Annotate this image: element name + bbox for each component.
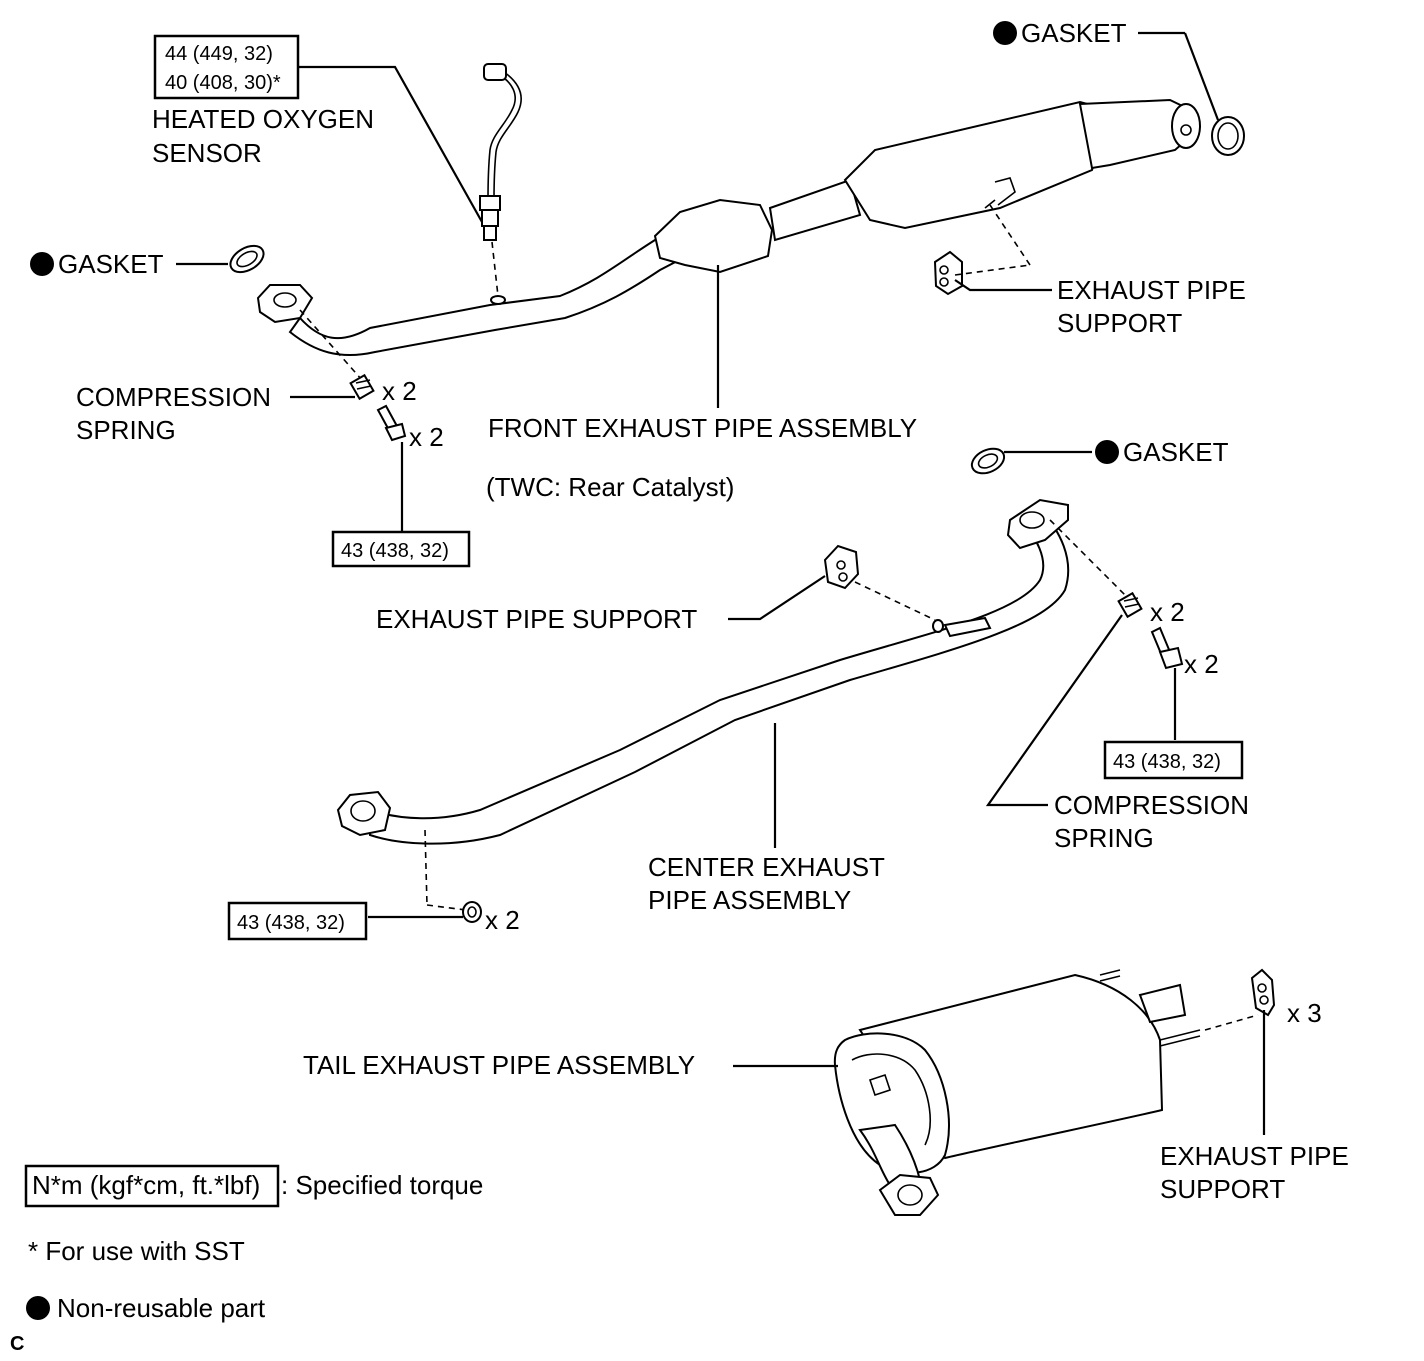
legend-sst-note: * For use with SST	[28, 1236, 245, 1266]
qty-label-tail-support: x 3	[1287, 998, 1322, 1028]
center-exhaust-pipe-assembly-label-line-2: PIPE ASSEMBLY	[648, 885, 851, 915]
legend-torque-box	[24, 1164, 280, 1208]
top-gasket-part	[1211, 116, 1245, 156]
heated-oxygen-sensor-label-line-1: HEATED OXYGEN	[152, 104, 374, 134]
non-reusable-dot-icon	[993, 21, 1017, 45]
compression-spring-label-front-line-2: SPRING	[76, 415, 176, 445]
front-gasket-part	[229, 244, 265, 274]
center-exhaust-pipe-assembly-label-line-1: CENTER EXHAUST	[648, 852, 885, 882]
legend-torque-units: N*m (kgf*cm, ft.*lbf)	[32, 1170, 260, 1200]
torque-front-bolt-value: 43 (438, 32)	[341, 540, 449, 562]
compression-spring-label-front-line-1: COMPRESSION	[76, 382, 271, 412]
qty-label-front-bolt: x 2	[409, 422, 444, 452]
qty-label-rear-nut: x 2	[485, 905, 520, 935]
rear-nut-part	[424, 829, 482, 923]
center-compression-spring-part	[1049, 519, 1184, 670]
compression-spring-label-center-line-1: COMPRESSION	[1054, 790, 1249, 820]
torque-box-front-bolt	[331, 530, 471, 568]
tail-exhaust-pipe-assembly-label: TAIL EXHAUST PIPE ASSEMBLY	[303, 1050, 695, 1080]
legend-non-reusable-dot-icon	[26, 1296, 50, 1320]
torque-rear-nut-value: 43 (438, 32)	[237, 912, 345, 934]
front-exhaust-pipe-assembly-label: FRONT EXHAUST PIPE ASSEMBLY	[488, 413, 917, 443]
front-compression-spring-part	[299, 309, 407, 442]
torque-sensor-line-1: 44 (449, 32)	[165, 43, 273, 65]
front-exhaust-pipe-assembly	[256, 98, 1201, 356]
qty-label-center-spring: x 2	[1150, 597, 1185, 627]
qty-label-center-bolt: x 2	[1184, 649, 1219, 679]
gasket-label-center: GASKET	[1123, 437, 1229, 467]
exhaust-pipe-support-label-top-line-2: SUPPORT	[1057, 308, 1182, 338]
center-gasket-part	[970, 447, 1006, 475]
torque-sensor-line-2: 40 (408, 30)*	[165, 72, 281, 94]
torque-box-rear-nut	[227, 901, 368, 941]
legend-non-reusable-part: Non-reusable part	[57, 1293, 266, 1323]
tail-exhaust-pipe-assembly	[833, 969, 1201, 1216]
exhaust-pipe-support-label-tail-line-1: EXHAUST PIPE	[1160, 1141, 1349, 1171]
non-reusable-dot-icon	[1095, 440, 1119, 464]
exhaust-pipe-support-top-part	[933, 204, 1031, 296]
corner-mark: C	[10, 1333, 24, 1355]
exhaust-pipe-support-label-top-line-1: EXHAUST PIPE	[1057, 275, 1246, 305]
compression-spring-label-center-line-2: SPRING	[1054, 823, 1154, 853]
center-exhaust-pipe-assembly	[336, 498, 1070, 845]
exhaust-pipe-support-center-part	[823, 544, 936, 621]
legend-torque-description: : Specified torque	[281, 1170, 483, 1200]
heated-oxygen-sensor-part	[479, 63, 522, 297]
torque-box-sensor	[153, 34, 300, 100]
exhaust-pipe-support-label-center: EXHAUST PIPE SUPPORT	[376, 604, 697, 634]
exhaust-pipe-support-label-tail-line-2: SUPPORT	[1160, 1174, 1285, 1204]
gasket-label-top: GASKET	[1021, 18, 1127, 48]
exhaust-pipe-support-tail-part	[1204, 968, 1276, 1031]
non-reusable-dot-icon	[30, 252, 54, 276]
qty-label-front-spring: x 2	[382, 376, 417, 406]
torque-box-center-bolt	[1103, 740, 1244, 780]
twc-rear-catalyst-note: (TWC: Rear Catalyst)	[486, 472, 734, 502]
heated-oxygen-sensor-label-line-2: SENSOR	[152, 138, 262, 168]
torque-center-bolt-value: 43 (438, 32)	[1113, 751, 1221, 773]
gasket-label-front: GASKET	[58, 249, 164, 279]
